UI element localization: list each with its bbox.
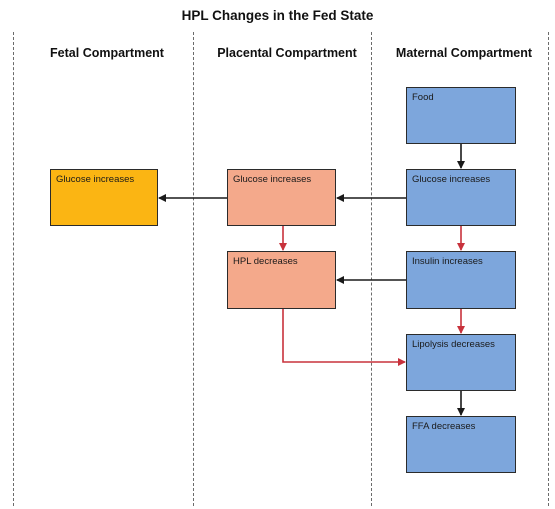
arrow-hpl-to-lipolysis [282,309,406,366]
insulin-box: Insulin increases [406,251,516,309]
placental-glucose-box: Glucose increases [227,169,336,226]
fetal-glucose-box: Glucose increases [50,169,158,226]
lipolysis-box: Lipolysis decreases [406,334,516,391]
column-header-maternal: Maternal Compartment [395,46,533,60]
diagram-title: HPL Changes in the Fed State [181,8,374,23]
divider-right [548,32,549,506]
column-header-placental: Placental Compartment [217,46,357,60]
food-box: Food [406,87,516,144]
divider-fetal-placental [193,32,194,506]
ffa-box: FFA decreases [406,416,516,473]
divider-left [13,32,14,506]
maternal-glucose-box: Glucose increases [406,169,516,226]
hpl-box: HPL decreases [227,251,336,309]
divider-placental-maternal [371,32,372,506]
column-header-fetal: Fetal Compartment [50,46,164,60]
